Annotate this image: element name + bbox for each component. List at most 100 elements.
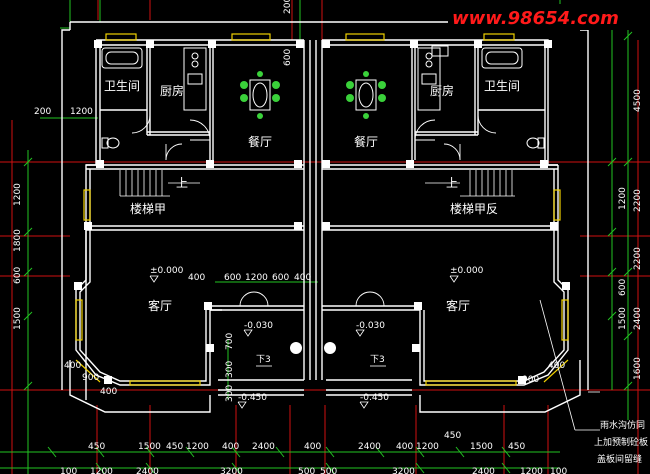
dim-corner-right-a: 900	[522, 375, 539, 385]
bathtub-right	[481, 47, 523, 69]
level-living-left: ±0.000	[150, 266, 184, 276]
dim-bottom2-100-b: 100	[550, 467, 567, 474]
stair-up-right: 上	[446, 176, 458, 190]
dim-bottom-1500-b: 1500	[470, 442, 493, 452]
stair-left	[119, 170, 200, 197]
dim-corner-left-c: 400	[100, 387, 117, 397]
doors	[131, 114, 497, 307]
toilet-right	[526, 137, 545, 149]
dining-table-left	[240, 71, 280, 119]
dim-bottom-2400-a: 2400	[252, 442, 275, 452]
toilet-left	[101, 137, 120, 149]
dim-left-1200-v: 1200	[13, 183, 23, 206]
dim-bottom-2400-b: 2400	[358, 442, 381, 452]
dim-v-700: 700	[225, 333, 235, 350]
dim-mid-400-a: 400	[188, 273, 205, 283]
note-line-2: 上加预制砼板	[594, 436, 648, 448]
room-label-bath-left: 卫生间	[104, 79, 140, 93]
walls	[61, 21, 589, 413]
dim-left-1500-v: 1500	[13, 307, 23, 330]
dim-bottom2-1200-b: 1200	[520, 467, 543, 474]
dim-v-300-b: 300	[225, 385, 235, 402]
room-label-kitchen-left: 厨房	[160, 83, 184, 98]
stair-up-left: 上	[176, 176, 188, 190]
dim-right-2400: 2400	[633, 307, 643, 330]
dim-bottom2-3200-b: 3200	[392, 467, 415, 474]
dim-left-200: 200	[34, 107, 51, 117]
note-leaders	[539, 299, 600, 431]
dim-right-2200: 2200	[633, 189, 643, 212]
room-label-dining-left: 餐厅	[248, 134, 272, 149]
level-markers	[149, 275, 459, 409]
dim-mid-600-b: 600	[272, 273, 289, 283]
stair-right	[425, 170, 515, 197]
room-label-stair-right: 楼梯甲反	[450, 201, 498, 216]
room-label-kitchen-right: 厨房	[430, 83, 454, 98]
room-label-living-right: 客厅	[446, 298, 470, 313]
note-line-3: 盖板间留缝	[597, 453, 642, 465]
dim-bottom2-2400-b: 2400	[472, 467, 495, 474]
dim-mid-400-b: 400	[294, 273, 311, 283]
step-down-right: 下3	[370, 355, 385, 365]
dim-bottom-400-b: 400	[304, 442, 321, 452]
level-living-right: ±0.000	[450, 266, 484, 276]
bathtub-left	[101, 47, 143, 69]
dim-right-1200: 1200	[618, 187, 628, 210]
dim-bottom2-500-a: 500	[298, 467, 315, 474]
dim-bottom2-3200-a: 3200	[220, 467, 243, 474]
note-line-1: 雨水沟仿同	[600, 419, 645, 431]
dim-bottom2-100-a: 100	[60, 467, 77, 474]
level-labels: ±0.000 ±0.000 -0.030 -0.030 -0.450 -0.45…	[150, 266, 484, 403]
dim-bottom-450-a: 450	[88, 442, 105, 452]
note-text: 雨水沟仿同 上加预制砼板 盖板间留缝	[594, 419, 648, 465]
dim-bottom-400-c: 400	[396, 442, 413, 452]
dim-bottom2-500-b: 500	[320, 467, 337, 474]
dim-mid-1200: 1200	[245, 273, 268, 283]
dim-bottom-450-b: 450	[166, 442, 183, 452]
dim-left-600-v: 600	[13, 267, 23, 284]
dim-left-1200: 1200	[70, 107, 93, 117]
dining-table-right	[346, 71, 386, 119]
level-step-right: -0.450	[360, 393, 389, 403]
dim-bottom2-2400: 2400	[136, 467, 159, 474]
kitchen-counter-left	[183, 47, 207, 111]
dim-top-600-a: 600	[283, 49, 293, 66]
step-down-left: 下3	[256, 355, 271, 365]
level-step-left: -0.450	[238, 393, 267, 403]
dim-bottom2-1200: 1200	[90, 467, 113, 474]
level-porch-left: -0.030	[244, 321, 273, 331]
dim-bottom-450-c: 450	[508, 442, 525, 452]
level-porch-right: -0.030	[356, 321, 385, 331]
dimension-lines	[0, 0, 633, 474]
dim-right-1600: 1600	[633, 357, 643, 380]
dim-v-300-a: 300	[225, 361, 235, 378]
dim-mid-600-a: 600	[224, 273, 241, 283]
dim-right-2200-b: 2200	[633, 247, 643, 270]
dim-right-4500: 4500	[633, 89, 643, 112]
room-label-dining-right: 餐厅	[354, 134, 378, 149]
dim-corner-left-b: 900	[82, 373, 99, 383]
room-label-stair-left: 楼梯甲	[130, 201, 166, 216]
dim-bottom-1200-b: 1200	[416, 442, 439, 452]
dim-top-200: 200	[283, 0, 293, 14]
room-labels: 卫生间 厨房 餐厅 餐厅 厨房 卫生间 楼梯甲 楼梯甲反 客厅 客厅 上 上	[104, 79, 520, 313]
dim-bottom-400-a: 400	[222, 442, 239, 452]
kitchen-counter-right	[417, 47, 441, 111]
dim-corner-right-b: 400	[548, 361, 565, 371]
dim-right-600: 600	[618, 279, 628, 296]
dim-right-1500: 1500	[618, 307, 628, 330]
sink-right-top	[431, 45, 449, 57]
dim-bottom-450-top: 450	[444, 431, 461, 441]
watermark-backdrop	[448, 4, 646, 30]
windows	[75, 33, 569, 386]
dim-bottom-1200-a: 1200	[186, 442, 209, 452]
room-label-bath-right: 卫生间	[484, 79, 520, 93]
room-label-living-left: 客厅	[148, 298, 172, 313]
columns	[74, 40, 570, 384]
dim-left-1800-v: 1800	[13, 229, 23, 252]
watermark-text: www.98654.com	[452, 8, 619, 29]
dimension-labels: 600 200 200 1200 1200 1800 600 1500 400 …	[13, 0, 643, 474]
dim-bottom-1500-a: 1500	[138, 442, 161, 452]
